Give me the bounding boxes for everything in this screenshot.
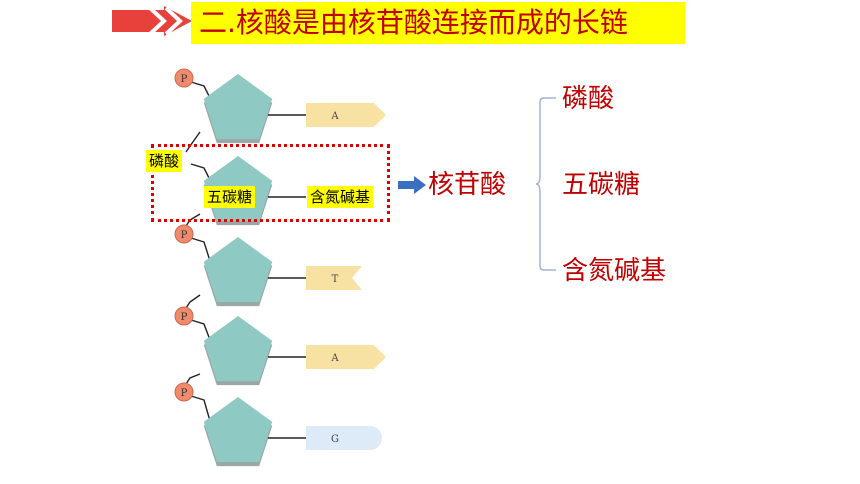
pentose-sugar (203, 316, 273, 382)
phosphate-sugar-bond (190, 163, 211, 181)
component-phosphate: 磷酸 (562, 84, 615, 114)
brace-icon (536, 97, 556, 271)
backbone-link (185, 373, 201, 385)
phosphate-sugar-bond (190, 237, 211, 262)
pentose-sugar (203, 397, 273, 463)
phosphate-circle (174, 306, 194, 326)
nucleotide-term: 核苷酸 (428, 170, 507, 200)
phosphate-circle (174, 224, 194, 244)
nitrogenous-base (306, 103, 386, 127)
title-arrow-icon (112, 6, 192, 36)
phosphate-sugar-bond (190, 81, 211, 99)
base-letter: G (331, 434, 339, 445)
phosphate-sugar-bond (190, 319, 211, 341)
phosphate-letter: P (181, 230, 188, 241)
phosphate-letter: P (181, 74, 188, 85)
page-title: 二.核酸是由核苷酸连接而成的长链 (191, 2, 685, 44)
pentose-sugar (203, 237, 273, 303)
pentose-label: 五碳糖 (204, 186, 256, 208)
phosphate-label: 磷酸 (146, 150, 183, 172)
phosphate-circle (174, 382, 194, 402)
base-letter: T (332, 274, 339, 285)
base-label: 含氮碱基 (307, 186, 374, 208)
phosphate-letter: P (181, 388, 188, 399)
right-arrow-icon (398, 176, 426, 194)
nitrogenous-base (306, 266, 362, 290)
phosphate-sugar-bond (190, 395, 211, 422)
backbone-link (185, 294, 201, 309)
base-letter: A (330, 111, 339, 122)
component-base: 含氮碱基 (562, 256, 667, 286)
base-letter: A (330, 353, 339, 364)
nucleotide-highlight-box (151, 144, 390, 222)
nitrogenous-base (306, 345, 386, 369)
component-pentose: 五碳糖 (562, 170, 641, 200)
phosphate-circle (174, 68, 194, 88)
nitrogenous-base (306, 426, 382, 450)
pentose-sugar (203, 74, 273, 140)
phosphate-letter: P (181, 312, 188, 323)
